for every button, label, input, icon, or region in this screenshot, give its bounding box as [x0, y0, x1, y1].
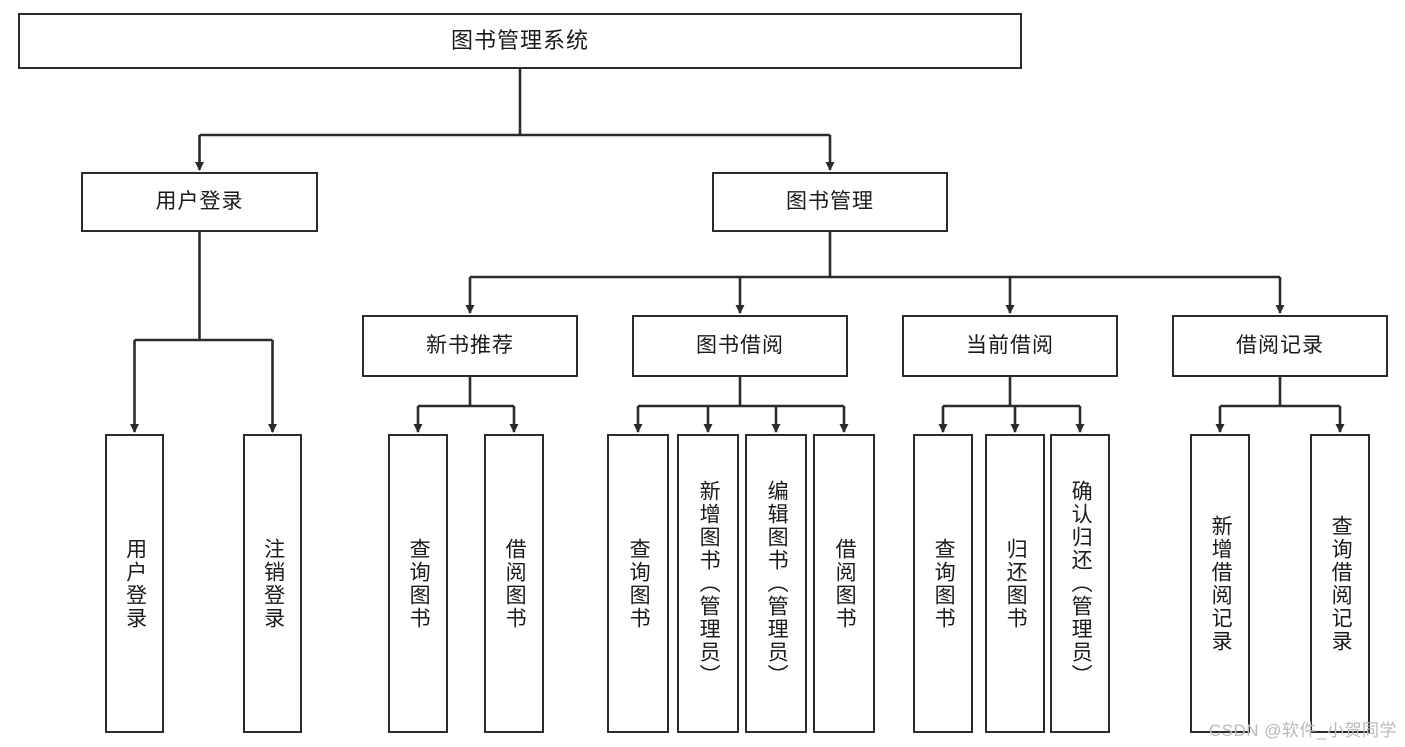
- node-leaf-10[interactable]: 确认归还（管理员）: [1050, 434, 1110, 733]
- node-l2-1[interactable]: 图书借阅: [632, 315, 848, 377]
- node-leaf-1[interactable]: 注销登录: [243, 434, 302, 733]
- node-leaf-3[interactable]: 借阅图书: [484, 434, 544, 733]
- node-leaf-12[interactable]: 查询借阅记录: [1310, 434, 1370, 733]
- node-label: 图书管理系统: [450, 27, 589, 53]
- node-label: 确认归还（管理员）: [1069, 480, 1093, 687]
- node-root[interactable]: 图书管理系统: [18, 13, 1022, 69]
- node-label: 借阅记录: [1236, 334, 1324, 358]
- node-l2-3[interactable]: 借阅记录: [1172, 315, 1388, 377]
- node-leaf-9[interactable]: 归还图书: [985, 434, 1045, 733]
- node-l2-0[interactable]: 新书推荐: [362, 315, 578, 377]
- node-label: 借阅图书: [503, 537, 527, 630]
- node-label: 图书借阅: [696, 334, 784, 358]
- node-label: 归还图书: [1004, 537, 1028, 630]
- node-label: 编辑图书（管理员）: [765, 480, 789, 687]
- node-label: 用户登录: [123, 537, 147, 630]
- node-l1-0[interactable]: 用户登录: [81, 172, 318, 232]
- node-label: 图书管理: [786, 190, 874, 214]
- node-label: 借阅图书: [833, 537, 857, 630]
- node-label: 用户登录: [155, 190, 244, 214]
- node-label: 新书推荐: [426, 334, 514, 358]
- node-leaf-2[interactable]: 查询图书: [388, 434, 448, 733]
- node-l1-1[interactable]: 图书管理: [712, 172, 948, 232]
- node-leaf-8[interactable]: 查询图书: [913, 434, 973, 733]
- node-leaf-11[interactable]: 新增借阅记录: [1190, 434, 1250, 733]
- node-label: 查询借阅记录: [1329, 514, 1353, 653]
- node-leaf-4[interactable]: 查询图书: [607, 434, 669, 733]
- node-label: 查询图书: [932, 537, 956, 630]
- node-label: 新增借阅记录: [1209, 514, 1233, 653]
- node-label: 查询图书: [407, 537, 431, 630]
- node-leaf-7[interactable]: 借阅图书: [813, 434, 875, 733]
- node-leaf-5[interactable]: 新增图书（管理员）: [677, 434, 739, 733]
- node-leaf-0[interactable]: 用户登录: [105, 434, 164, 733]
- node-label: 当前借阅: [966, 334, 1054, 358]
- node-label: 查询图书: [627, 537, 651, 630]
- node-label: 注销登录: [261, 537, 285, 630]
- node-l2-2[interactable]: 当前借阅: [902, 315, 1118, 377]
- node-leaf-6[interactable]: 编辑图书（管理员）: [745, 434, 807, 733]
- node-label: 新增图书（管理员）: [697, 480, 721, 687]
